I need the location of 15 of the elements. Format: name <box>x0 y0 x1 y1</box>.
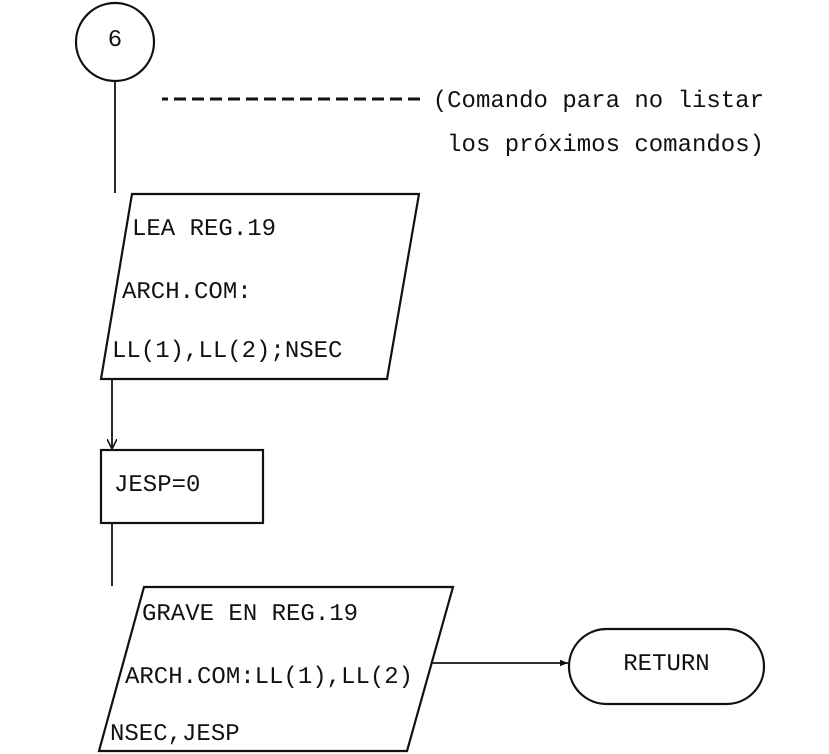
step-text: NSEC,JESP <box>110 720 240 750</box>
arrow <box>106 380 118 450</box>
step-text: RETURN <box>622 650 711 680</box>
step-text: LEA REG.19 <box>132 215 276 245</box>
comment-text: (Comando para no listar los próximos comandos) <box>432 87 764 161</box>
connector-line <box>111 524 113 586</box>
step-text: LL(1),LL(2);NSEC <box>112 337 342 367</box>
step-text: ARCH.COM: <box>122 278 252 308</box>
leader-line <box>162 98 420 100</box>
arrow <box>432 660 568 666</box>
step-text: GRAVE EN REG.19 <box>142 600 358 630</box>
step-text: ARCH.COM:LL(1),LL(2) <box>125 663 414 693</box>
connector-number: 6 <box>106 26 124 56</box>
connector-line <box>114 82 116 193</box>
step-text: JESP=0 <box>114 471 200 501</box>
